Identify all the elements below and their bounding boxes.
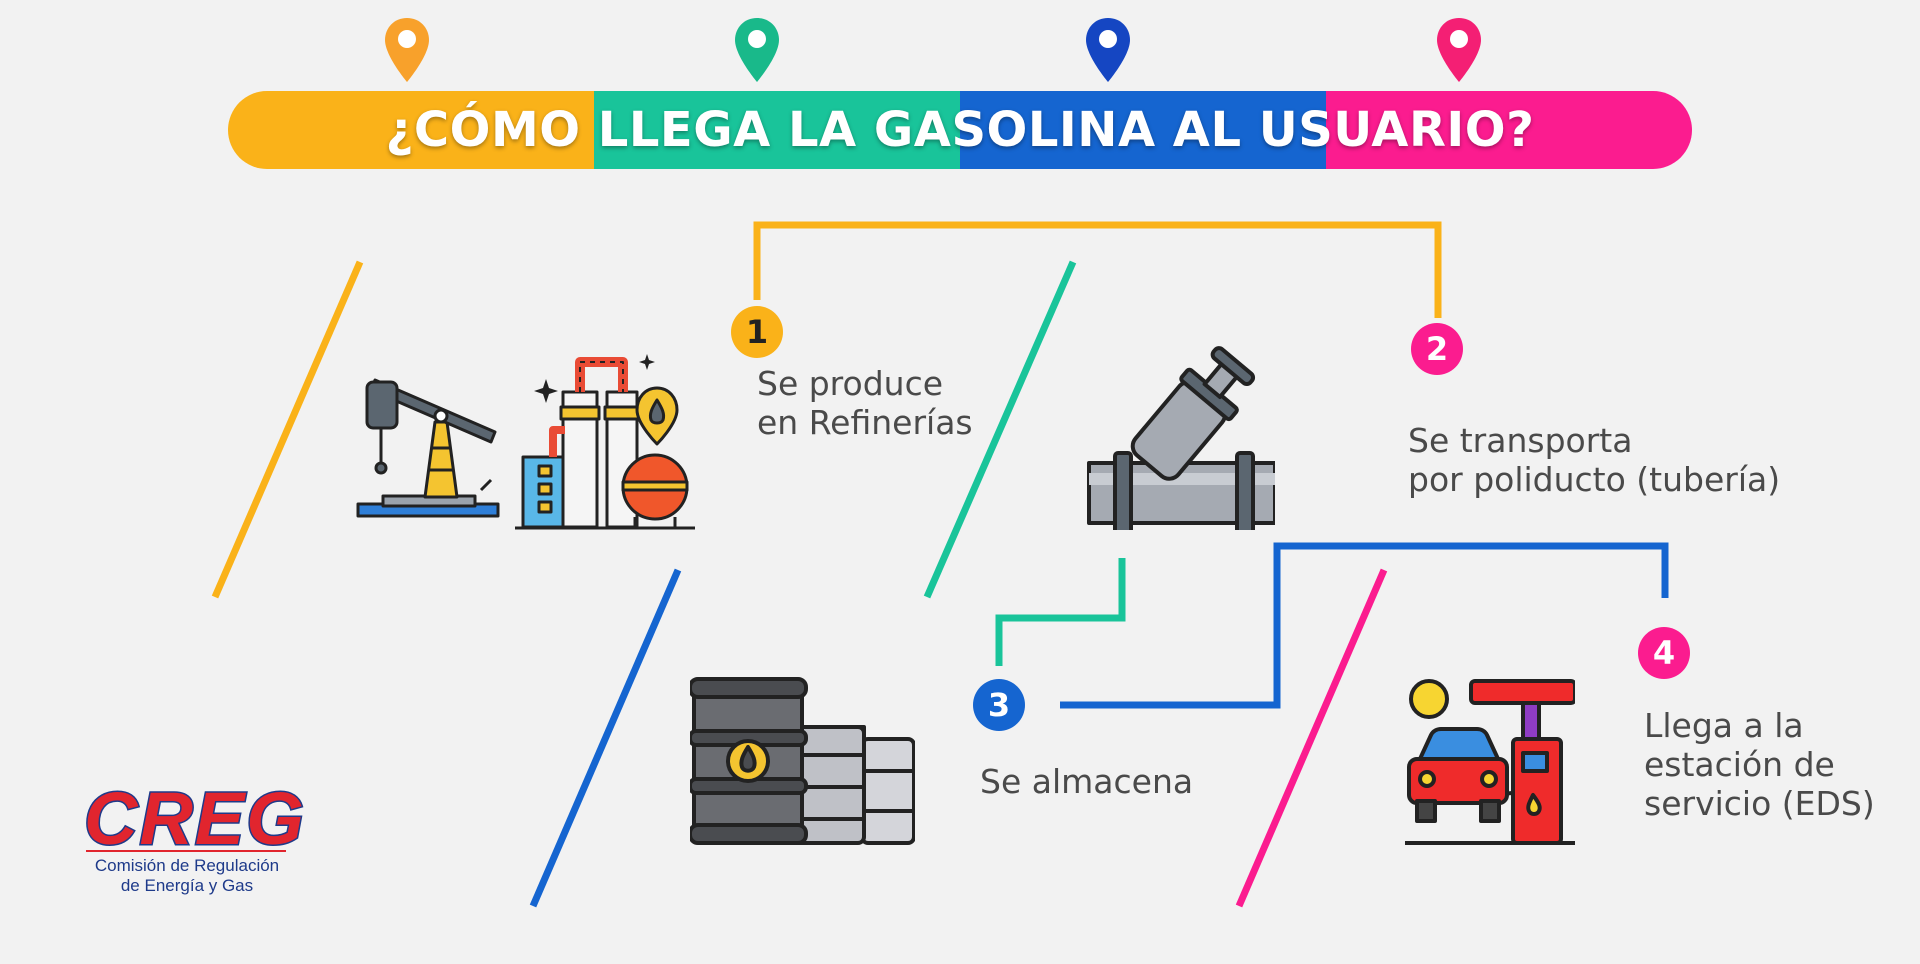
- pin-icon-blue: [1086, 18, 1130, 82]
- step-2-badge: 2: [1411, 323, 1463, 375]
- page-title: ¿CÓMO LLEGA LA GASOLINA AL USUARIO?: [385, 102, 1535, 158]
- logo-divider: [86, 850, 286, 852]
- connector-step1-step2: [753, 221, 1442, 318]
- refinery-icon: [356, 354, 695, 530]
- step-3-text: Se almacena: [980, 762, 1194, 801]
- gas-station-icon: [1405, 679, 1575, 845]
- pin-icon-pink: [1437, 18, 1481, 82]
- step-1-badge: 1: [731, 306, 783, 358]
- step-4-badge: 4: [1638, 627, 1690, 679]
- title-segment-teal: [594, 91, 960, 169]
- title-segment-blue: [960, 91, 1326, 169]
- pin-icon-teal: [735, 18, 779, 82]
- step-3-badge: 3: [973, 679, 1025, 731]
- oil-barrels-icon: [690, 677, 915, 845]
- title-segment-pink: [1326, 91, 1692, 169]
- diagonal-line-blue: [529, 568, 682, 908]
- connector-step2-step3: [995, 558, 1126, 666]
- map-pins: [385, 18, 1481, 82]
- step-1-text: Se produce en Refinerías: [757, 364, 973, 442]
- diagonal-line-orange: [211, 260, 364, 599]
- diagonal-line-pink: [1235, 568, 1388, 908]
- diagonal-line-teal: [923, 260, 1077, 599]
- step-4-text: Llega a la estación de servicio (EDS): [1644, 706, 1875, 823]
- logo-subtitle: Comisión de Regulación de Energía y Gas: [94, 856, 280, 895]
- title-segment-orange: [228, 91, 594, 169]
- logo-wordmark: CREG: [83, 776, 306, 862]
- pin-icon-orange: [385, 18, 429, 82]
- connector-step3-step4: [1060, 542, 1669, 709]
- step-2-text: Se transporta por poliducto (tubería): [1408, 421, 1781, 499]
- pipeline-valve-icon: [1087, 346, 1275, 530]
- title-bar: [228, 91, 1692, 169]
